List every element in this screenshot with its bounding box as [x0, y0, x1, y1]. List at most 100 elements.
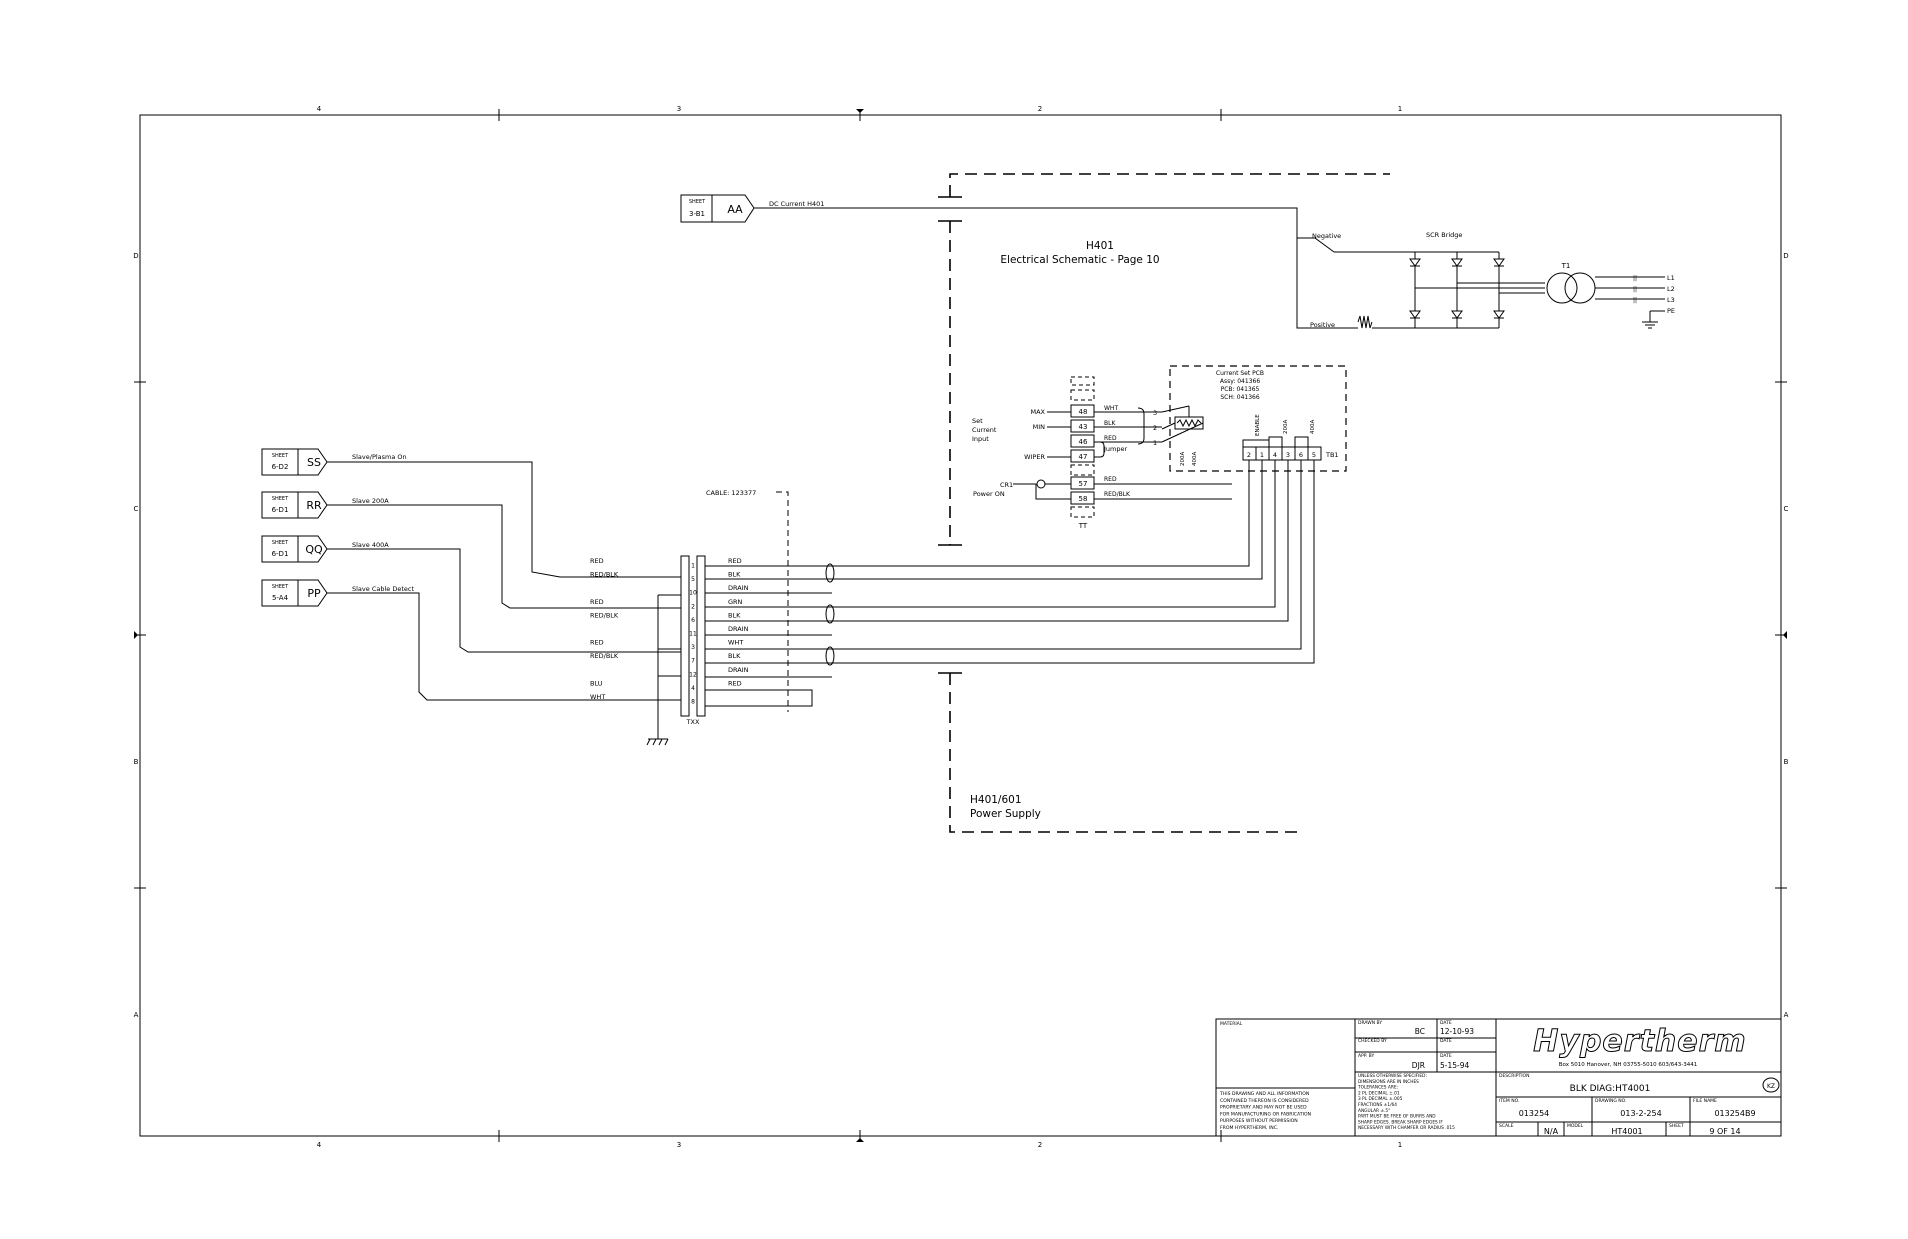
tt-pin: 47	[1079, 453, 1088, 461]
ref-code: QQ	[305, 543, 323, 556]
jumper-label: Jumper	[1103, 445, 1127, 453]
potentiometer-icon	[1161, 405, 1204, 443]
description: BLK DIAG:HT4001	[1570, 1084, 1651, 1094]
sheet-number: 9 OF 14	[1709, 1127, 1740, 1136]
scr-bridge-label: SCR Bridge	[1426, 231, 1462, 239]
tt-min-label: MIN	[1033, 423, 1046, 431]
set-current-label: Input	[972, 435, 989, 443]
pot-pin: 1	[1153, 439, 1157, 447]
tol-lines-line: NECESSARY WITH CHAMFER OR RADIUS .015	[1358, 1125, 1455, 1131]
zone-right-d: D	[1783, 252, 1788, 260]
fuse-mark: ||	[1633, 286, 1637, 293]
tb1-label: TB1	[1325, 451, 1339, 459]
pot-pin: 2	[1153, 424, 1157, 432]
txx-right-wire: BLK	[728, 611, 741, 619]
pcb-sch: SCH: 041366	[1220, 394, 1260, 401]
drawing-frame: 4 3 2 1 4 3 2 1 D C B A D C B A	[133, 105, 1788, 1149]
zone-left-a: A	[134, 1011, 139, 1019]
tol-lines-line: PART MUST BE FREE OF BURRS AND	[1358, 1114, 1436, 1120]
txx-left-wire: RED	[590, 557, 604, 565]
txx-right-wire: DRAIN	[728, 625, 749, 633]
sheet-number: 3-B1	[689, 210, 705, 218]
terminal-block-tb1: 2 1 4 3 6 5 TB1 ENABLE 200A 400A	[1242, 414, 1339, 461]
pe-label: PE	[1667, 307, 1675, 315]
scr-5-icon	[1451, 310, 1463, 319]
zone-top-1: 1	[1398, 105, 1402, 113]
notice-lines-line: CONTAINED THEREON IS CONSIDERED	[1220, 1098, 1309, 1104]
ref-code: PP	[307, 587, 321, 600]
zone-left-d: D	[133, 252, 138, 260]
h401-boundary	[938, 173, 1390, 833]
shield-drain-icon	[825, 563, 835, 666]
proprietary-notice: THIS DRAWING AND ALL INFORMATIONCONTAINE…	[1219, 1091, 1311, 1131]
appr-date-label: DATE	[1440, 1053, 1452, 1059]
sheet-label: SHEET	[272, 453, 289, 459]
txx-pin: 7	[691, 658, 695, 665]
zone-bottom-1: 1	[1398, 1141, 1402, 1149]
line-l2-label: L2	[1667, 285, 1675, 293]
ref-code: RR	[306, 499, 322, 512]
signal-label: DC Current H401	[769, 200, 824, 208]
sheet-ref-qq: SHEET 6-D1 QQ Slave 400A	[261, 535, 389, 563]
pcb-title: Current Set PCB	[1216, 370, 1264, 377]
txx-right-wire: DRAIN	[728, 666, 749, 674]
txx-pin: 11	[689, 631, 697, 638]
sheet-label: SHEET	[272, 496, 289, 502]
tt-max-label: MAX	[1030, 408, 1045, 416]
tol-lines-line: TOLERANCES ARE:	[1357, 1085, 1398, 1091]
ref-code: AA	[727, 203, 743, 216]
sheet-label: SHEET	[1669, 1123, 1684, 1129]
sheet-number: 5-A4	[272, 594, 289, 602]
txx-label: TXX	[686, 718, 700, 726]
tb1-pin: 3	[1286, 451, 1290, 459]
appr-by: DJR	[1412, 1061, 1425, 1070]
txx-row: 11 DRAIN	[689, 625, 748, 638]
txx-right-wire: DRAIN	[728, 584, 749, 592]
txx-pin: 4	[691, 685, 695, 692]
tt-wire-wht: WHT	[1104, 405, 1118, 412]
txx-right-wire: RED	[728, 679, 742, 687]
tt-wire-blk: BLK	[1104, 420, 1116, 427]
txx-left-wire: RED/BLK	[590, 652, 619, 660]
line-l3-label: L3	[1667, 296, 1675, 304]
zone-top-3: 3	[677, 105, 681, 113]
h401-601-title: H401/601	[970, 794, 1022, 806]
item-no-label: ITEM NO.	[1499, 1098, 1519, 1104]
tt-pin: 58	[1079, 495, 1088, 503]
notice-lines-line: THIS DRAWING AND ALL INFORMATION	[1219, 1091, 1309, 1097]
jumper-200a-label: 200A	[1180, 452, 1186, 466]
tb1-pin: 4	[1273, 451, 1277, 459]
notice-lines-line: PURPOSES WITHOUT PERMISSION	[1220, 1118, 1298, 1124]
txx-left-wire: RED/BLK	[590, 611, 619, 619]
signal-label: Slave Cable Detect	[352, 585, 414, 593]
sheet-label: SHEET	[272, 540, 289, 546]
zone-left-c: C	[134, 505, 139, 513]
txx-pin: 3	[691, 644, 695, 651]
signal-label: Slave/Plasma On	[352, 453, 407, 461]
file-name: 013254B9	[1714, 1109, 1755, 1118]
scale: N/A	[1544, 1127, 1559, 1136]
signal-label: Slave 400A	[352, 541, 389, 549]
pot-pin: 3	[1153, 409, 1157, 417]
pcb-assy: Assy: 041366	[1220, 378, 1260, 385]
zone-bottom-2: 2	[1038, 1141, 1042, 1149]
txx-pin: 12	[689, 671, 697, 678]
notice-lines-line: FROM HYPERTHERM, INC.	[1220, 1125, 1278, 1131]
tol-lines-line: ANGULAR ±.5°	[1358, 1108, 1390, 1114]
sheet-ref-ss: SHEET 6-D2 SS Slave/Plasma On	[261, 448, 407, 476]
tb1-200a-label: 200A	[1283, 420, 1289, 434]
set-current-label: Set	[972, 417, 983, 425]
sheet-label: SHEET	[272, 584, 289, 590]
signal-label: Slave 200A	[352, 497, 389, 505]
tb1-pin: 2	[1247, 451, 1251, 459]
zone-right-b: B	[1784, 758, 1789, 766]
drawing-no-label: DRAWING NO.	[1595, 1098, 1626, 1104]
tb1-pin: 1	[1260, 451, 1264, 459]
tb1-pin: 6	[1299, 451, 1303, 459]
transformer-t1-icon	[1546, 272, 1596, 304]
cable-label: CABLE: 123377	[706, 489, 756, 497]
